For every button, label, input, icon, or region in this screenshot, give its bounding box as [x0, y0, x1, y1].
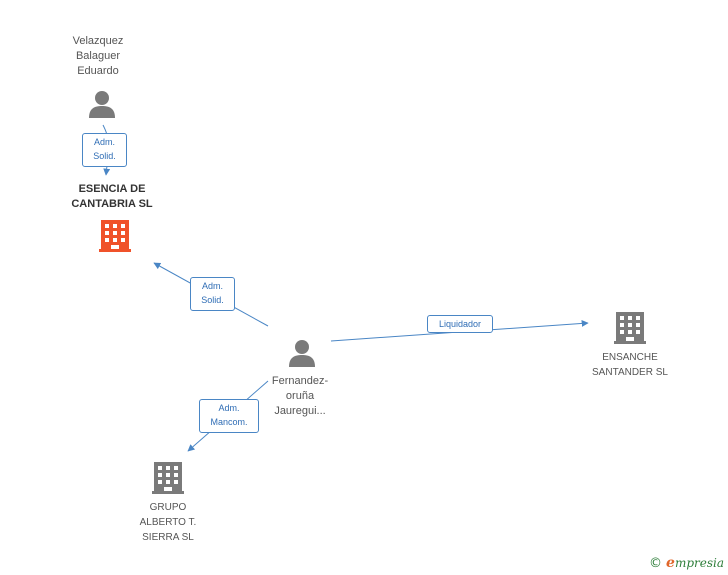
person-icon[interactable] — [87, 89, 117, 119]
copyright-icon: © — [649, 555, 663, 571]
building-icon[interactable] — [99, 218, 131, 252]
edge-label-fernandez-ensanche[interactable]: Liquidador — [427, 315, 493, 333]
edge-label-fernandez-grupo[interactable]: Adm. Mancom. — [199, 399, 259, 433]
brand-watermark: © empresia — [649, 555, 724, 571]
node-label-ensanche[interactable]: ENSANCHE SANTANDER SL — [592, 352, 668, 378]
node-label-esencia[interactable]: ESENCIA DE CANTABRIA SL — [71, 183, 153, 210]
edge-label-fernandez-esencia[interactable]: Adm. Solid. — [190, 277, 235, 311]
person-icon[interactable] — [287, 338, 317, 368]
edge-label-velazquez-esencia[interactable]: Adm. Solid. — [82, 133, 127, 167]
brand-logo: empresia — [666, 555, 724, 571]
building-icon[interactable] — [614, 310, 646, 344]
node-label-velazquez[interactable]: Velazquez Balaguer Eduardo — [72, 35, 124, 77]
node-label-grupo[interactable]: GRUPO ALBERTO T. SIERRA SL — [139, 502, 197, 543]
node-label-fernandez[interactable]: Fernandez- oruña Jauregui... — [271, 375, 329, 417]
building-icon[interactable] — [152, 460, 184, 494]
